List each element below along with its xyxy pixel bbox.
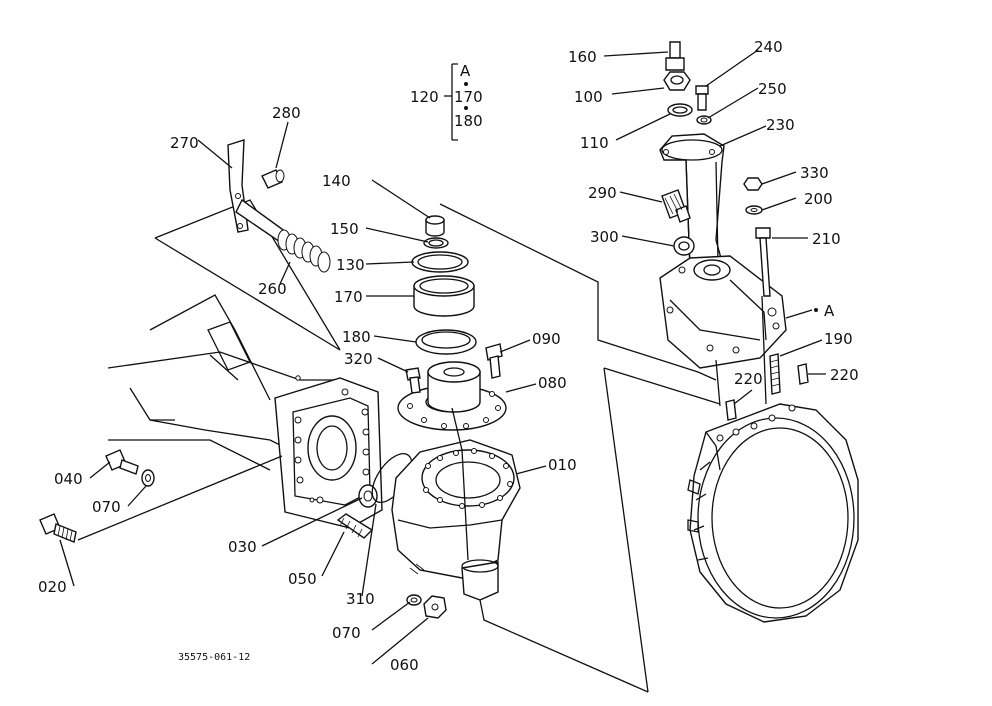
label-260: 260 [258,280,287,298]
sensor-290 [661,189,691,223]
label-210: 210 [812,230,841,248]
label-220-left: 220 [734,370,763,388]
washer-110 [667,103,693,117]
axle-housing [687,403,859,623]
label-270: 270 [170,134,199,152]
stud-190 [769,353,781,395]
label-160: 160 [568,48,597,66]
bushing-170 [413,275,475,317]
label-330: 330 [800,164,829,182]
ring-150 [423,237,449,249]
label-050: 050 [288,570,317,588]
arm-base-A [659,255,787,369]
washer-200 [745,205,763,215]
frame-housing [107,199,383,529]
bolt-240 [695,85,709,111]
group-120-header: A [460,62,471,80]
collar-030 [358,484,378,508]
grease-fitting-160 [665,41,685,71]
label-060: 060 [390,656,419,674]
bolt-090 [485,343,503,379]
group-120-item-180: 180 [454,112,483,130]
label-200: 200 [804,190,833,208]
pin-220-right [797,363,809,385]
kingpin-bushing [427,361,481,413]
label-120: 120 [410,88,439,106]
label-040: 040 [54,470,83,488]
ring-130 [411,251,469,273]
seal-180 [415,329,477,355]
bolt-210 [755,227,771,297]
housing-010-bolt-holes [423,448,513,509]
housing-010 [391,439,521,601]
label-240: 240 [754,38,783,56]
label-110: 110 [580,134,609,152]
flange-bolt-holes [294,388,370,504]
label-100: 100 [574,88,603,106]
label-070-bottom: 070 [332,624,361,642]
label-230: 230 [766,116,795,134]
label-030: 030 [228,538,257,556]
label-020: 020 [38,578,67,596]
label-140: 140 [322,172,351,190]
label-280: 280 [272,104,301,122]
label-130: 130 [336,256,365,274]
washer-070-left [141,469,155,487]
bolt-020 [39,513,77,543]
nut-060 [423,595,447,619]
leader-lines [59,49,826,693]
washer-250 [696,115,712,125]
label-220-right: 220 [830,366,859,384]
group-120-item-170: 170 [454,88,483,106]
ring-300 [673,236,695,256]
spring-260 [277,229,331,273]
label-180: 180 [342,328,371,346]
group-120-list: A 170 180 [454,62,483,130]
label-170: 170 [334,288,363,306]
cap-140 [425,215,445,237]
label-250: 250 [758,80,787,98]
label-290: 290 [588,184,617,202]
part-labels: 010 020 030 040 050 060 070 070 080 090 … [38,38,859,674]
label-070-left: 070 [92,498,121,516]
label-310: 310 [346,590,375,608]
drawing-reference-number: 35575-061-12 [178,652,250,663]
washer-070-bottom [406,594,422,606]
bolt-040 [105,449,139,475]
label-320: 320 [344,350,373,368]
label-090: 090 [532,330,561,348]
label-150: 150 [330,220,359,238]
nut-330 [743,177,763,191]
lever-270 [227,139,287,243]
label-010: 010 [548,456,577,474]
label-080: 080 [538,374,567,392]
label-190: 190 [824,330,853,348]
bolt-280 [261,169,285,189]
bolt-320 [405,367,421,394]
pin-220-left [725,399,737,421]
label-300: 300 [590,228,619,246]
nut-100 [663,71,691,91]
label-ref-A: A [824,302,835,320]
